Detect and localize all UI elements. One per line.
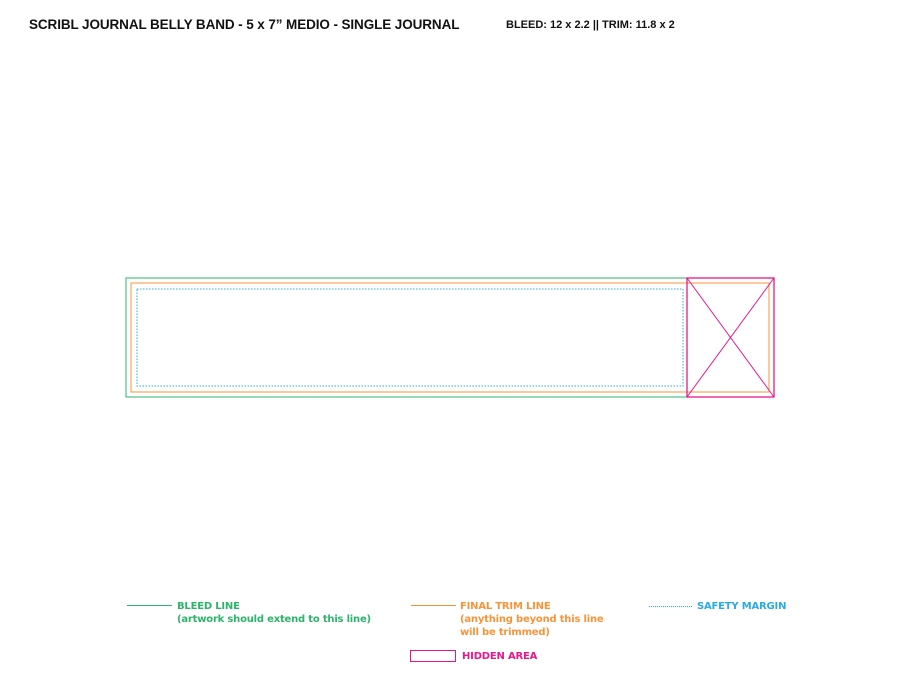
bleed-line-outline [125, 277, 775, 398]
bleed-line-note: (artwork should extend to this line) [177, 614, 371, 625]
hidden-area-cross-line [686, 277, 775, 398]
trim-line-note: will be trimmed) [460, 627, 550, 638]
trim-line-outline [130, 282, 770, 393]
bleed-line-legend: BLEED LINE (artwork should extend to thi… [177, 600, 371, 626]
hidden-area-label: HIDDEN AREA [462, 651, 538, 662]
safety-margin-outline [136, 288, 684, 387]
safety-margin-label: SAFETY MARGIN [697, 601, 787, 612]
trim-line-legend: FINAL TRIM LINE (anything beyond this li… [460, 600, 604, 639]
bleed-line-swatch [127, 605, 172, 606]
template-dimensions: BLEED: 12 x 2.2 || TRIM: 11.8 x 2 [506, 19, 675, 31]
safety-margin-legend: SAFETY MARGIN [697, 600, 786, 613]
trim-line-label: FINAL TRIM LINE [460, 601, 551, 612]
bleed-line-label: BLEED LINE [177, 601, 240, 612]
trim-line-swatch [411, 605, 456, 606]
template-title: SCRIBL JOURNAL BELLY BAND - 5 x 7” MEDIO… [29, 17, 460, 32]
safety-margin-swatch [649, 606, 692, 607]
hidden-area-swatch [410, 650, 456, 662]
hidden-area-legend: HIDDEN AREA [462, 650, 537, 663]
hidden-area-box [686, 277, 775, 398]
trim-line-note: (anything beyond this line [460, 614, 604, 625]
